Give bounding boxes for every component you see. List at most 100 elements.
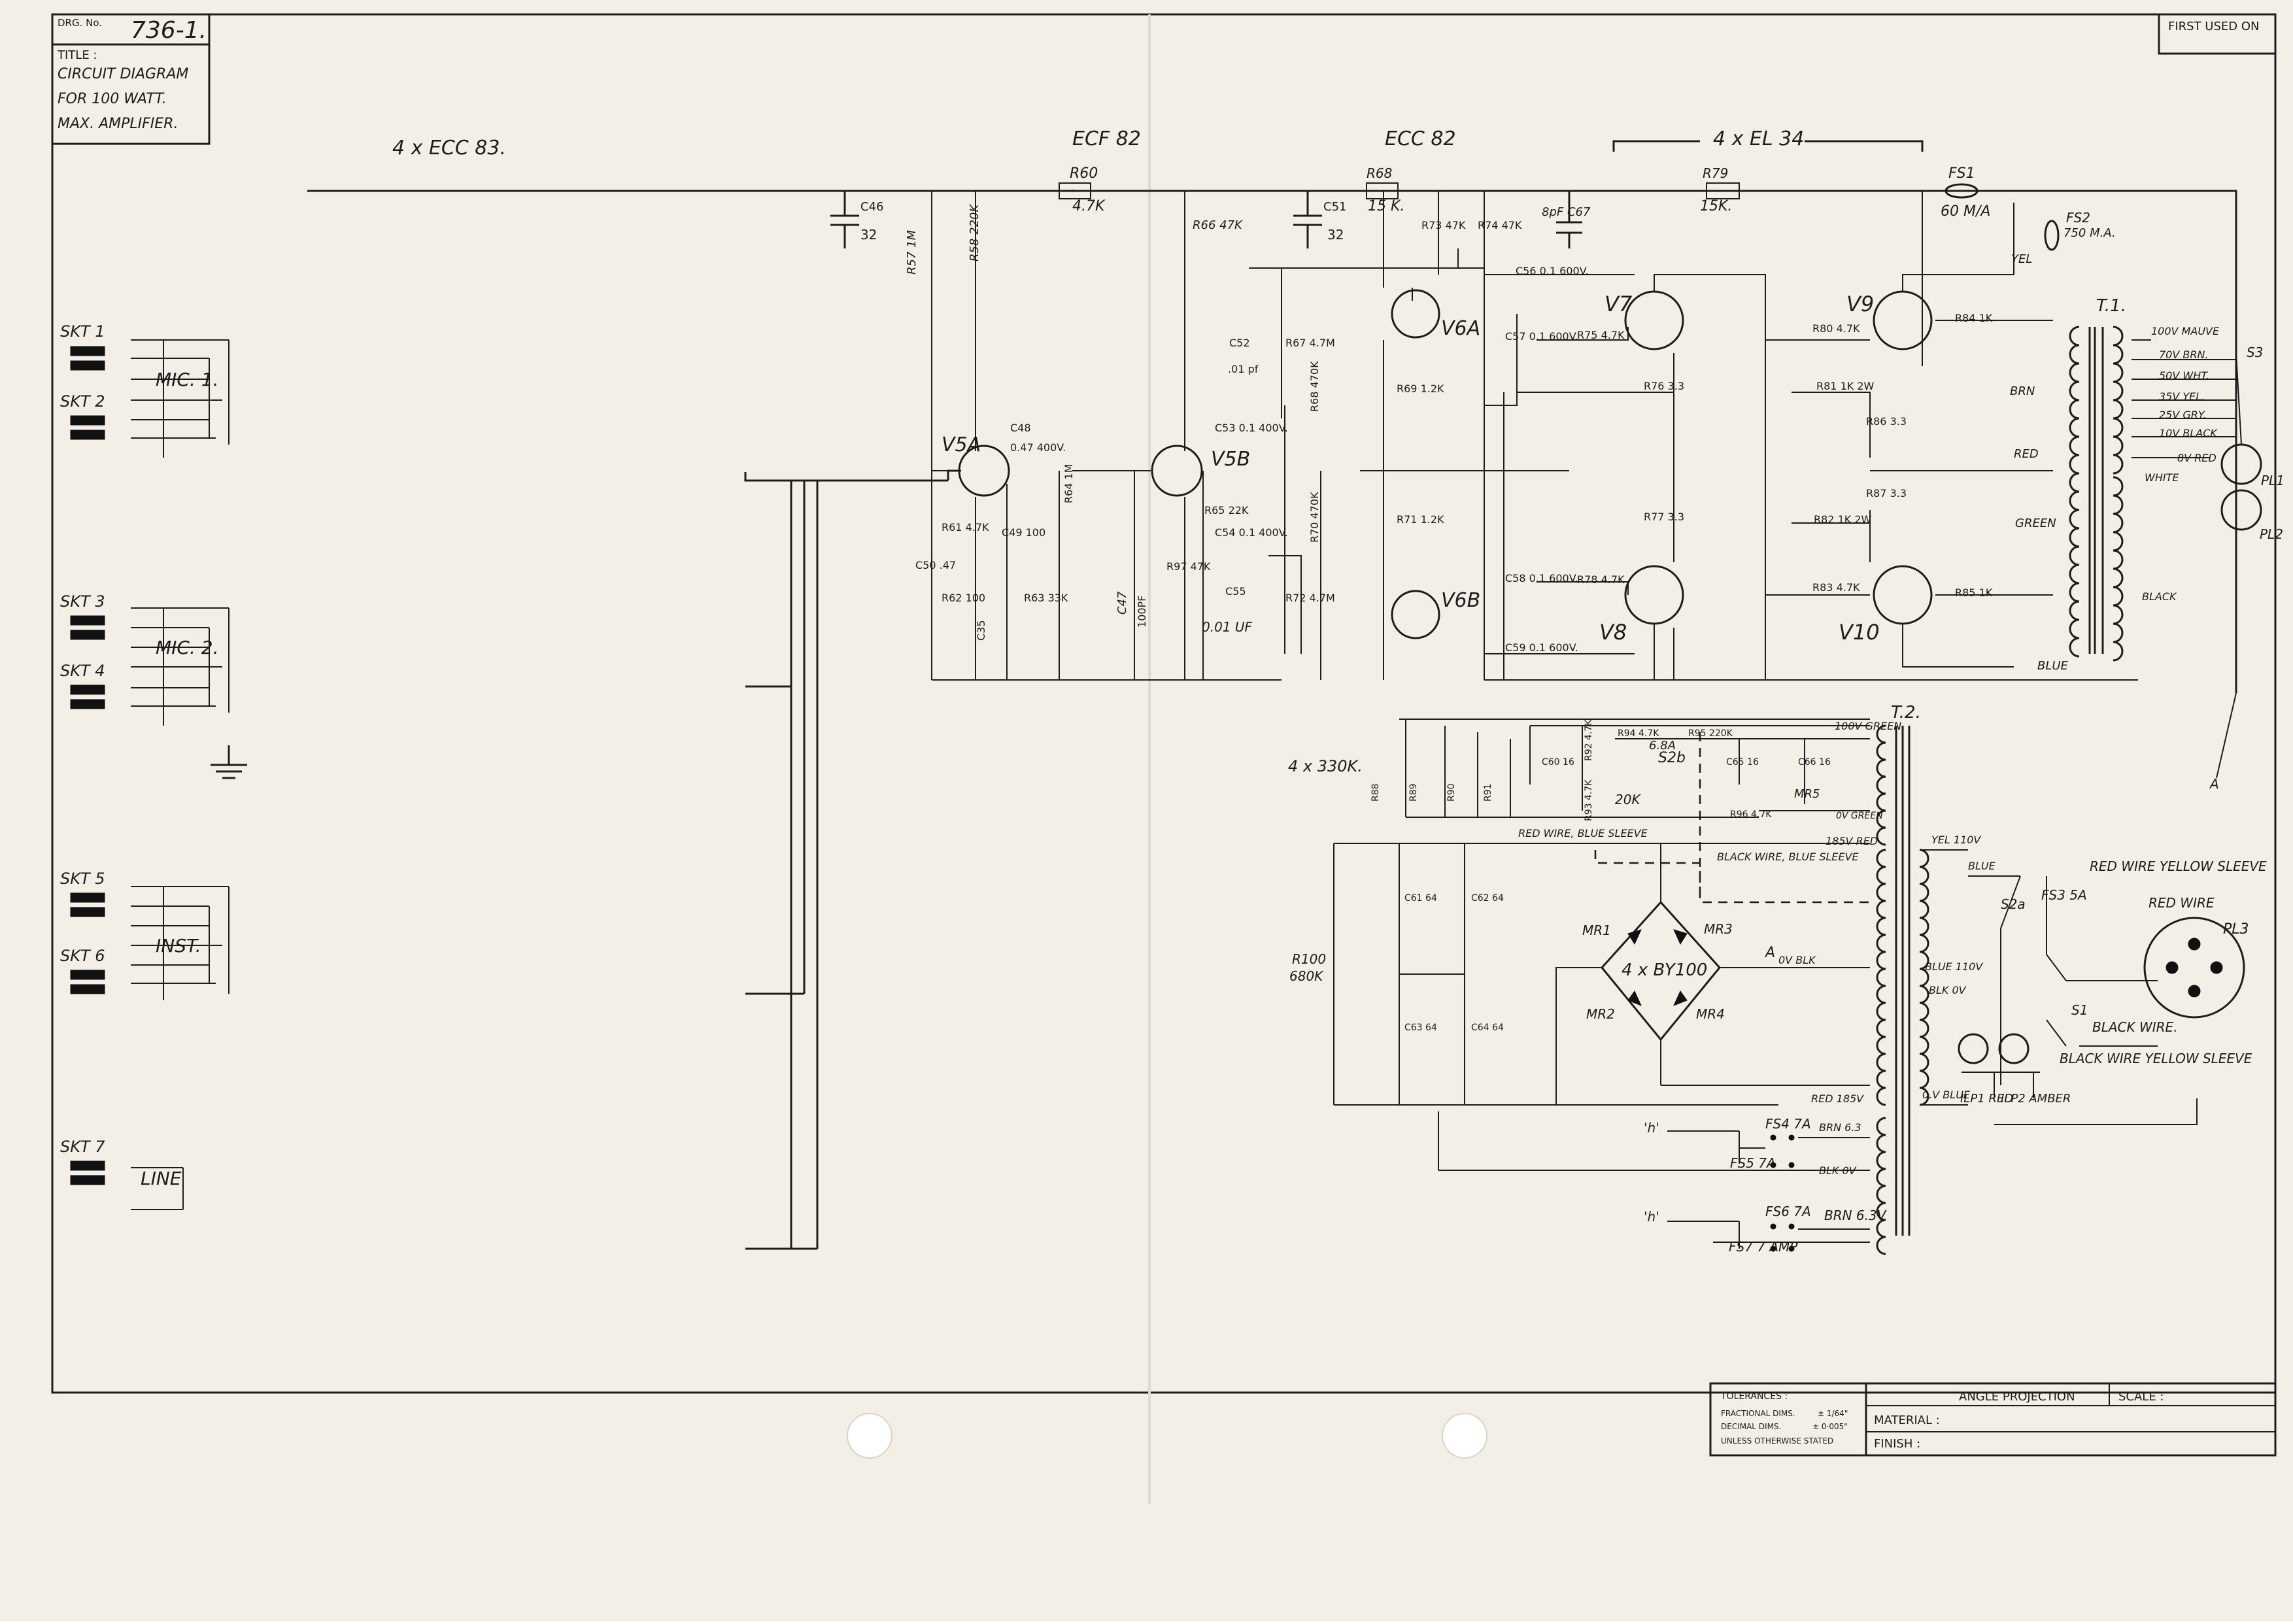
mains-plug-pl3[interactable] xyxy=(2143,917,2245,1019)
decimal-label: DECIMAL DIMS. xyxy=(1721,1422,1781,1431)
v5b-label: V5B xyxy=(1211,448,1250,471)
v8-label: V8 xyxy=(1599,620,1627,645)
c46-label: C46 xyxy=(860,200,883,214)
unless-label: UNLESS OTHERWISE STATED xyxy=(1721,1436,1833,1446)
c47-label: C47 xyxy=(1115,591,1129,615)
tap-50v: 50V WHT. xyxy=(2159,369,2209,382)
socket-skt6[interactable]: SKT 6 xyxy=(60,947,105,994)
material-label: MATERIAL : xyxy=(1874,1413,1940,1427)
tube-v5b xyxy=(1151,445,1203,497)
socket-skt2[interactable]: SKT 2 xyxy=(60,392,105,440)
fractional-value: ± 1/64" xyxy=(1818,1409,1848,1418)
drawing-number-box: DRG. No. 736-1. xyxy=(51,13,211,46)
power-supply: 4 x 330K. R88 R89 R90 R91 C60 16 R92 4.7… xyxy=(1288,692,2267,1255)
skt6-label: SKT 6 xyxy=(60,947,105,965)
s2a-label: S2a xyxy=(2001,896,2026,912)
fs2-label: FS2 xyxy=(2066,210,2090,226)
c49-label: C49 100 xyxy=(1002,526,1045,539)
line-label: LINE xyxy=(141,1168,182,1189)
pl2-label: PL2 xyxy=(2260,526,2283,542)
t1-blue: BLUE xyxy=(2037,659,2069,673)
r85-label: R85 1K xyxy=(1955,586,1993,599)
title-label: TITLE : xyxy=(57,48,97,62)
skt4-label: SKT 4 xyxy=(60,662,105,680)
r58-label: R58 220K xyxy=(968,204,981,262)
skt1-label: SKT 1 xyxy=(60,322,105,341)
c53-label: C53 0.1 400V. xyxy=(1215,422,1288,434)
c48-value: 0.47 400V. xyxy=(1010,441,1066,454)
fs1-value: 60 M/A xyxy=(1941,203,1990,220)
r62-label: R62 100 xyxy=(942,592,985,604)
r83-label: R83 4.7K xyxy=(1812,581,1860,594)
r79-label: R79 xyxy=(1703,165,1728,181)
s2b-link xyxy=(1594,732,1870,904)
plug-pl2[interactable] xyxy=(2220,489,2262,531)
socket-skt4[interactable]: SKT 4 xyxy=(60,662,105,709)
v7-label: V7 xyxy=(1605,292,1633,316)
r91-label: R91 xyxy=(1483,783,1493,802)
plug-pl1[interactable] xyxy=(2220,443,2262,485)
c63-label: C63 64 xyxy=(1404,1023,1437,1033)
c48-label: C48 xyxy=(1010,422,1031,434)
fs4-label: FS4 7A xyxy=(1765,1116,1811,1132)
lp2-label: ILP2 AMBER xyxy=(2001,1092,2071,1106)
t1-white: WHITE xyxy=(2145,471,2179,484)
red-wire-yellow-label: RED WIRE YELLOW SLEEVE xyxy=(2090,858,2267,874)
c58-label: C58 0.1 600V. xyxy=(1505,572,1578,584)
r94-label: R94 4.7K xyxy=(1618,728,1659,739)
r68-value: 15 K. xyxy=(1368,198,1404,214)
bias-resistors-label: 4 x 330K. xyxy=(1288,757,1363,775)
tube-v6b xyxy=(1391,590,1440,639)
mr2-label: MR2 xyxy=(1586,1006,1615,1022)
mixing-bus xyxy=(744,472,948,1250)
brn63b-label: BRN 6.3V xyxy=(1824,1208,1887,1223)
c51-value: 32 xyxy=(1327,227,1344,243)
h-mark-1: 'h' xyxy=(1644,1120,1659,1136)
drg-no-label: DRG. No. xyxy=(58,17,102,29)
t1-red: RED xyxy=(2014,447,2039,461)
ground-symbol xyxy=(211,745,247,779)
socket-skt1[interactable]: SKT 1 xyxy=(60,322,105,371)
phase-inverter-wiring xyxy=(931,451,1282,681)
c57-label: C57 0.1 600V. xyxy=(1505,330,1578,343)
driver-section: V6A V6B R68 15 K. C51 32 C52 .01 pf R67 … xyxy=(1228,165,1591,680)
diode-mr2 xyxy=(1627,990,1642,1006)
ecf82-label: ECF 82 xyxy=(1072,127,1141,150)
skt2-label: SKT 2 xyxy=(60,392,105,411)
mic1-jack-wiring xyxy=(131,339,229,458)
s3-label: S3 xyxy=(2247,345,2263,360)
r88-label: R88 xyxy=(1370,783,1381,802)
c62-label: C62 64 xyxy=(1471,893,1504,904)
fs6-label: FS6 7A xyxy=(1765,1204,1811,1219)
socket-skt3[interactable]: SKT 3 xyxy=(60,592,105,640)
bridge-label: 4 x BY100 xyxy=(1622,960,1707,980)
socket-skt5[interactable]: SKT 5 xyxy=(60,870,105,917)
tube-v6a xyxy=(1391,289,1440,339)
r60-value: 4.7K xyxy=(1072,198,1106,214)
brn63-label: BRN 6.3 xyxy=(1819,1121,1861,1134)
r100-label: R100 xyxy=(1292,951,1326,967)
output-stage: R79 15K. FS1 60 M/A FS2 750 M.A. V7 V8 V… xyxy=(1268,165,2138,681)
r93-label: R93 4.7K xyxy=(1584,779,1594,821)
r95-label: R95 220K xyxy=(1688,728,1733,739)
ov-blk-label: 0V BLK xyxy=(1778,954,1816,966)
socket-skt7[interactable]: SKT 7 xyxy=(60,1138,105,1185)
skt7-label: SKT 7 xyxy=(60,1138,105,1156)
r86-label: R86 3.3 xyxy=(1866,415,1907,428)
tap-25v: 25V GRY. xyxy=(2159,409,2207,421)
s2b-label: S2b xyxy=(1658,750,1686,766)
r61-label: R61 4.7K xyxy=(942,521,989,533)
pl1-label: PL1 xyxy=(2261,473,2285,488)
c67-label: 8pF C67 xyxy=(1542,205,1591,219)
phase-inverter-section: V5A V5B R60 4.7K C46 32 R57 1M R58 220K … xyxy=(830,165,1335,681)
drg-number: 736-1. xyxy=(131,17,207,44)
fs2-value: 750 M.A. xyxy=(2064,226,2116,240)
angle-projection-label: ANGLE PROJECTION xyxy=(1959,1390,2075,1404)
r74-label: R74 47K xyxy=(1478,219,1522,231)
c52-value: .01 pf xyxy=(1228,363,1259,375)
tube-v9 xyxy=(1873,290,1933,350)
c35b-label: C35 xyxy=(975,620,987,641)
fs1-label: FS1 xyxy=(1948,165,1975,182)
